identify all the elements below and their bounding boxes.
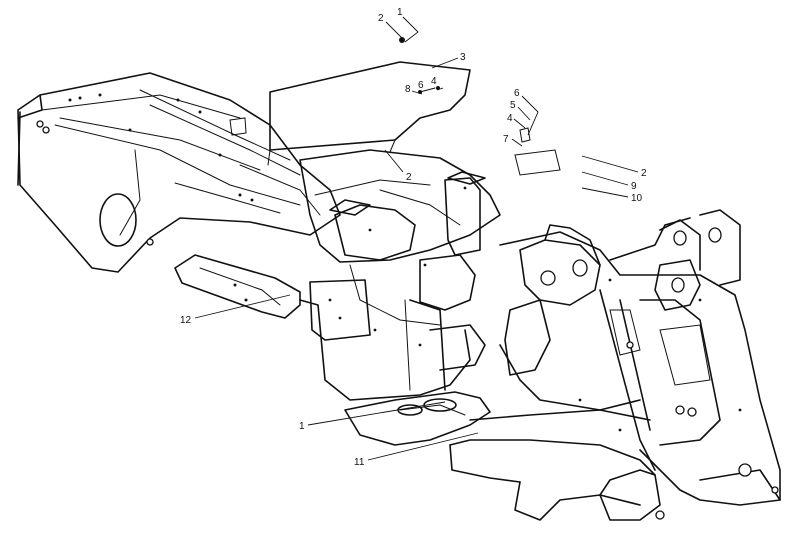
callout-c15: 12: [180, 315, 192, 326]
callout-c8: 6: [514, 88, 520, 99]
pivot-body: [299, 279, 486, 401]
callout-c17: 11: [354, 457, 365, 468]
callout-labels: 1 2 3 8 6 4 2 6 5 4 7 2 9 10 12 1 11: [180, 7, 647, 468]
leader-lines: [194, 16, 639, 461]
callout-c2: 2: [378, 13, 384, 24]
callout-c9: 5: [510, 100, 516, 111]
rear-frame: [17, 72, 341, 273]
callout-c6: 4: [431, 76, 437, 87]
cover-plate: [267, 61, 471, 166]
callout-c4: 8: [405, 84, 411, 95]
callout-c7: 2: [406, 172, 412, 183]
center-section: [299, 149, 501, 326]
callout-c10: 4: [507, 113, 513, 124]
callout-c1: 1: [397, 7, 403, 18]
front-frame: [449, 209, 781, 521]
hardware-group: [399, 37, 561, 176]
callout-c11: 7: [503, 134, 509, 145]
callout-c16: 1: [299, 421, 305, 432]
base-plate: [344, 391, 491, 446]
callout-c13: 9: [631, 181, 637, 192]
callout-c14: 10: [631, 193, 643, 204]
callout-c12: 2: [641, 168, 647, 179]
callout-c5: 6: [418, 80, 424, 91]
bottom-plate: [174, 254, 301, 319]
callout-c3: 3: [460, 52, 466, 63]
